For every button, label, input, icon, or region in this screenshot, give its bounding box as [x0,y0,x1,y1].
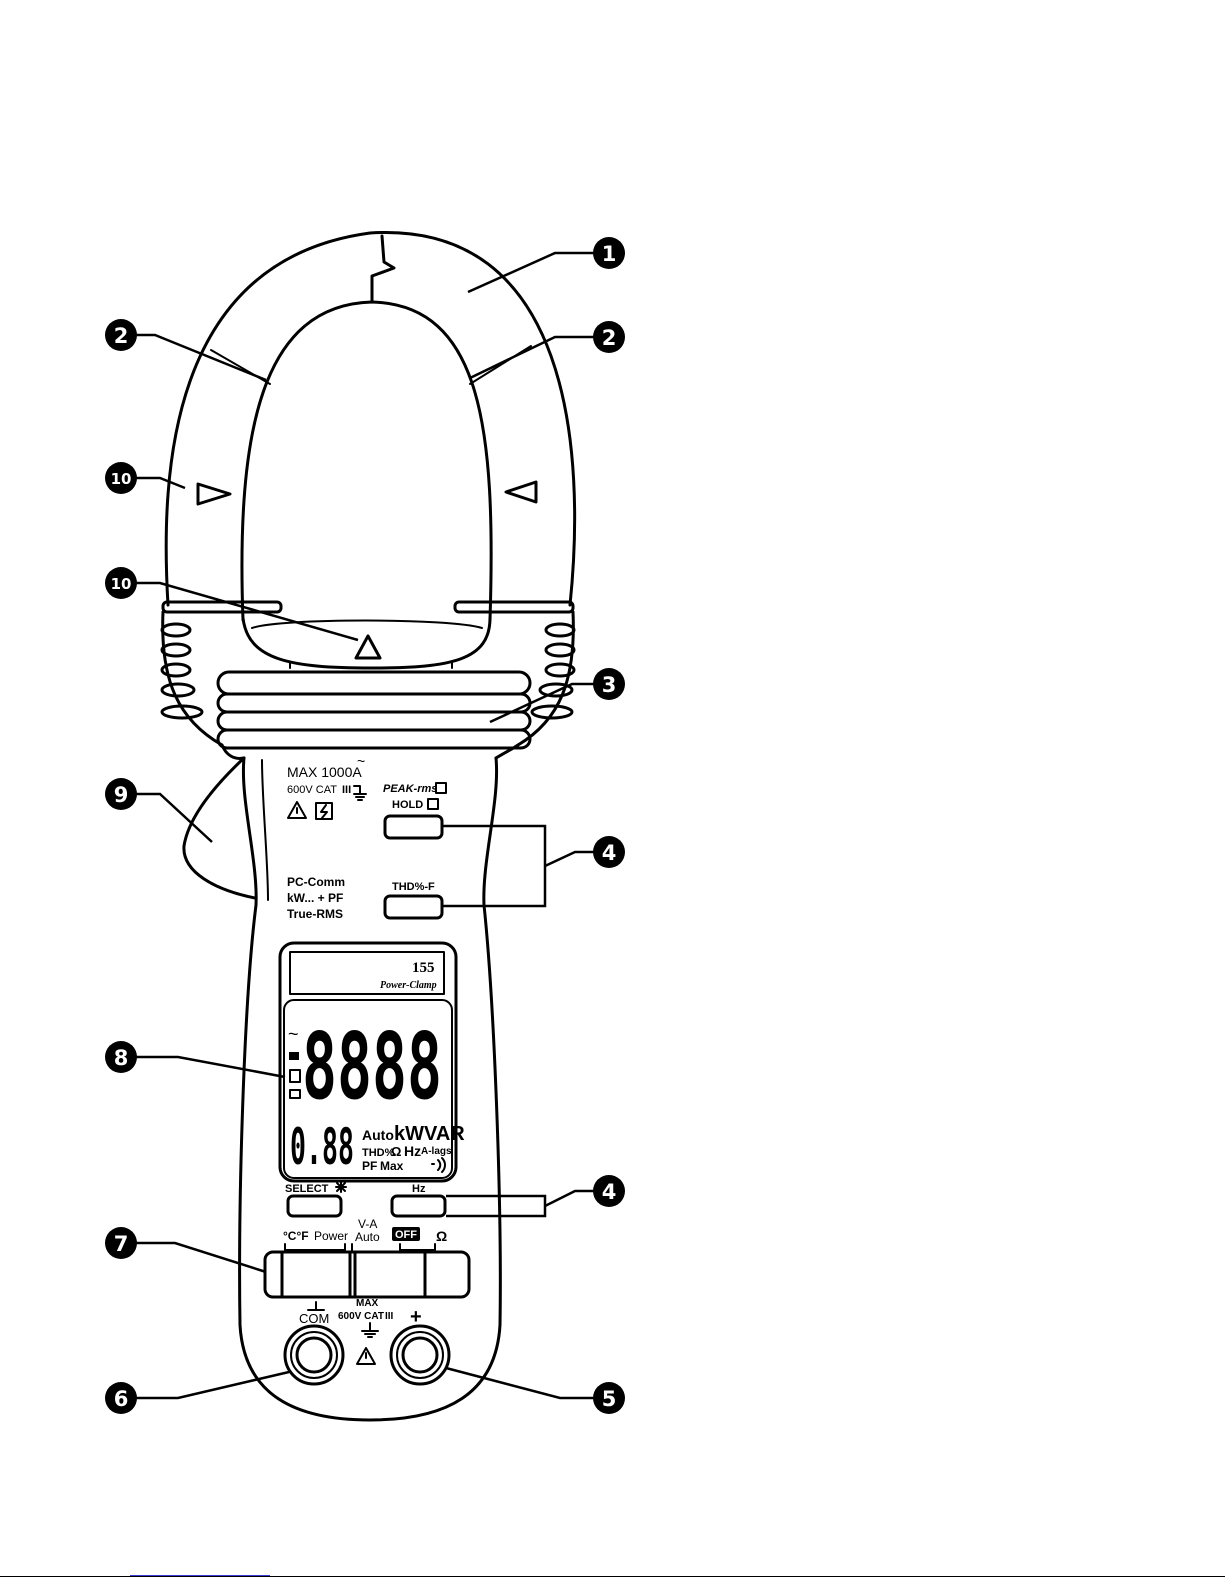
ground-icon [354,786,366,800]
positive-jack[interactable] [391,1326,449,1384]
svg-text:10: 10 [111,470,132,488]
voltage-rating-label: 600V CAT [287,784,337,796]
annunciator-thd: THD% [362,1147,395,1159]
com-ground-icon [308,1302,324,1310]
main-digits: 8888 [302,1013,442,1120]
annunciator-max: Max [380,1159,404,1173]
hand-guard-barrier [218,672,530,748]
clamp-jaw [162,232,575,745]
svg-text:9: 9 [114,783,129,807]
svg-text:4: 4 [602,841,617,865]
front-panel: MAX 1000A ~ 600V CAT III PC-Comm kW... +… [287,753,446,921]
page-bottom-rule [0,1576,1225,1577]
select-button[interactable] [288,1196,341,1216]
callout-2-left: 2 [105,319,137,351]
terminal-warning-icon [357,1348,375,1364]
lower-buttons: SELECT Hz [285,1182,445,1216]
callout-4-upper: 4 [593,836,625,868]
svg-text:7: 7 [114,1232,129,1256]
footer-link-underline [130,1575,270,1576]
hz-button[interactable] [392,1196,445,1216]
voltage-rating-roman: III [342,784,351,796]
switch-pos-temp: °C°F [283,1229,309,1243]
callout-2-right: 2 [593,321,625,353]
switch-pos-va: V-A [358,1217,377,1231]
callout-5: 5 [593,1382,625,1414]
input-terminals: COM MAX 600V CAT III + [285,1298,449,1384]
terminal-rating: 600V CAT [338,1311,384,1322]
ac-indicator: ~ [288,1024,299,1044]
max-current-label: MAX 1000A [287,764,362,780]
lcd-display: 155 Power-Clamp ~ 8888 0.88 Auto kWVAR T… [280,943,465,1181]
feature-line-3: True-RMS [287,907,343,921]
thd-label: THD%-F [392,881,435,893]
annunciator-a-lags: A-lags [421,1146,452,1157]
switch-pos-power: Power [314,1229,348,1243]
svg-text:2: 2 [114,324,129,348]
sub-digits: 0.88 [290,1118,354,1176]
feature-line-1: PC-Comm [287,875,345,889]
callout-9: 9 [105,778,137,810]
feature-line-2: kW... + PF [287,891,343,905]
switch-pos-off: OFF [395,1229,417,1241]
peak-rms-label: PEAK-rms [383,783,437,795]
rotary-switch-track[interactable] [265,1252,469,1297]
annunciator-kwvar: kWVAR [394,1123,465,1145]
com-jack[interactable] [285,1326,343,1384]
callout-4-lower: 4 [593,1175,625,1207]
annunciator-hz: Hz [404,1143,421,1159]
select-label: SELECT [285,1183,329,1195]
hold-button[interactable] [385,816,442,838]
switch-pos-ohm: Ω [436,1228,447,1244]
svg-text:10: 10 [111,575,132,593]
annunciator-pf: PF [362,1159,377,1173]
callout-6: 6 [105,1382,137,1414]
warning-icon [288,802,306,818]
svg-text:3: 3 [602,673,617,697]
terminal-max-label: MAX [356,1298,379,1309]
callout-10-lower: 10 [105,567,137,599]
svg-text:8: 8 [114,1046,129,1070]
rotary-switch: °C°F Power V-A Auto OFF Ω [265,1217,469,1297]
backlight-icon [336,1182,346,1192]
svg-text:5: 5 [602,1387,617,1411]
hz-label: Hz [412,1183,426,1195]
thd-button[interactable] [385,896,442,918]
callout-3: 3 [593,668,625,700]
svg-text:2: 2 [602,326,617,350]
annunciator-auto: Auto [362,1127,394,1143]
svg-text:6: 6 [114,1387,129,1411]
terminal-ground-icon [362,1323,378,1337]
terminal-rating-roman: III [385,1311,394,1322]
callout-8: 8 [105,1041,137,1073]
callout-10-upper: 10 [105,462,137,494]
com-label: COM [299,1311,329,1326]
switch-pos-auto: Auto [355,1230,380,1244]
callout-1: 1 [593,237,625,269]
brand-name: Power-Clamp [380,980,437,991]
annunciator-ohm: Ω [391,1144,401,1159]
buzzer-icon [432,1158,445,1172]
ac-symbol: ~ [357,753,365,769]
hold-label: HOLD [392,799,423,811]
model-number: 155 [412,960,435,976]
svg-text:1: 1 [602,242,617,266]
callout-7: 7 [105,1227,137,1259]
svg-text:4: 4 [602,1180,617,1204]
